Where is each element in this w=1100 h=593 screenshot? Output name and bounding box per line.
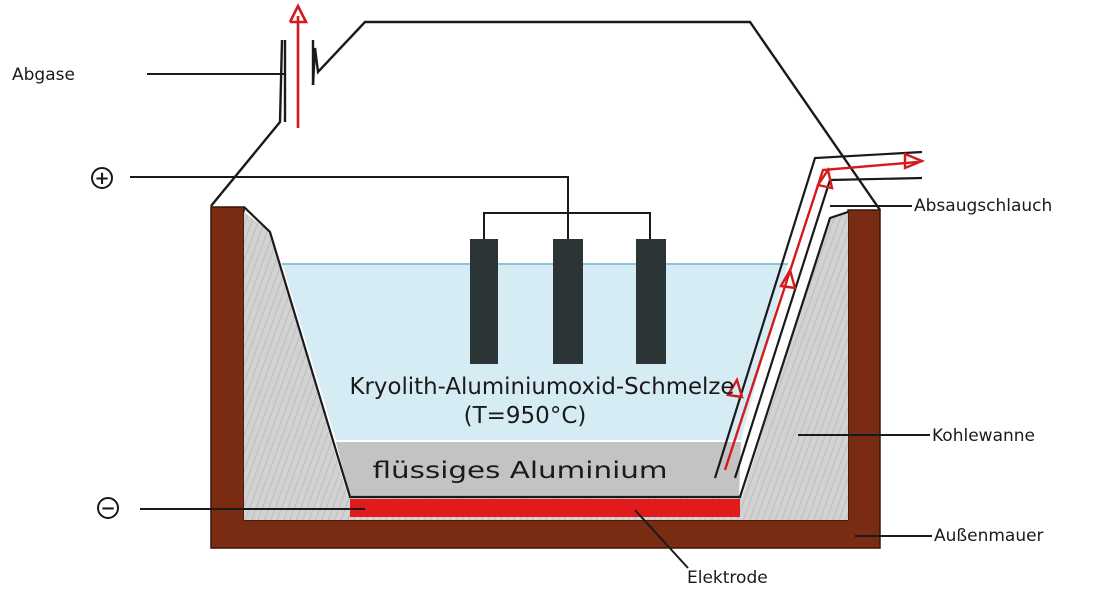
- minus-symbol-icon: [97, 497, 119, 519]
- label-aussenmauer: Außenmauer: [934, 526, 1044, 546]
- label-aluminium: flüssiges Aluminium: [373, 458, 668, 484]
- suction-arrow-icon-3: [816, 166, 834, 190]
- hood-outline: [210, 39, 284, 207]
- hood-outline-right: [311, 20, 881, 211]
- tank-inner-outline: [243, 206, 849, 499]
- label-kohlewanne: Kohlewanne: [932, 426, 1035, 446]
- label-temperature: (T=950°C): [464, 403, 587, 429]
- liquid-aluminium: [336, 442, 741, 497]
- plus-sign: +: [94, 168, 109, 189]
- anode-left: [470, 239, 498, 364]
- plus-symbol-icon: [91, 167, 113, 189]
- anode-right: [636, 239, 666, 364]
- label-elektrode: Elektrode: [687, 568, 768, 588]
- minus-sign: −: [100, 498, 115, 519]
- leader-elektrode: [634, 509, 689, 569]
- label-absaugschlauch: Absaugschlauch: [914, 196, 1052, 216]
- anode-middle: [553, 239, 583, 364]
- suction-flow-arrow: [723, 160, 919, 471]
- carbon-lining-left: [244, 212, 350, 520]
- suction-arrow-icon-1: [726, 377, 744, 399]
- suction-arrow-icon-2: [779, 266, 797, 290]
- carbon-lining-right: [740, 212, 848, 520]
- cathode-electrode: [350, 499, 740, 517]
- suction-hose-outer: [713, 150, 923, 479]
- label-abgase: Abgase: [12, 65, 75, 85]
- plus-lead: [130, 176, 569, 213]
- label-schmelze: Kryolith-Aluminiumoxid-Schmelze: [350, 374, 735, 400]
- exhaust-arrow-icon: [288, 3, 309, 24]
- suction-arrow-icon-4: [903, 152, 926, 170]
